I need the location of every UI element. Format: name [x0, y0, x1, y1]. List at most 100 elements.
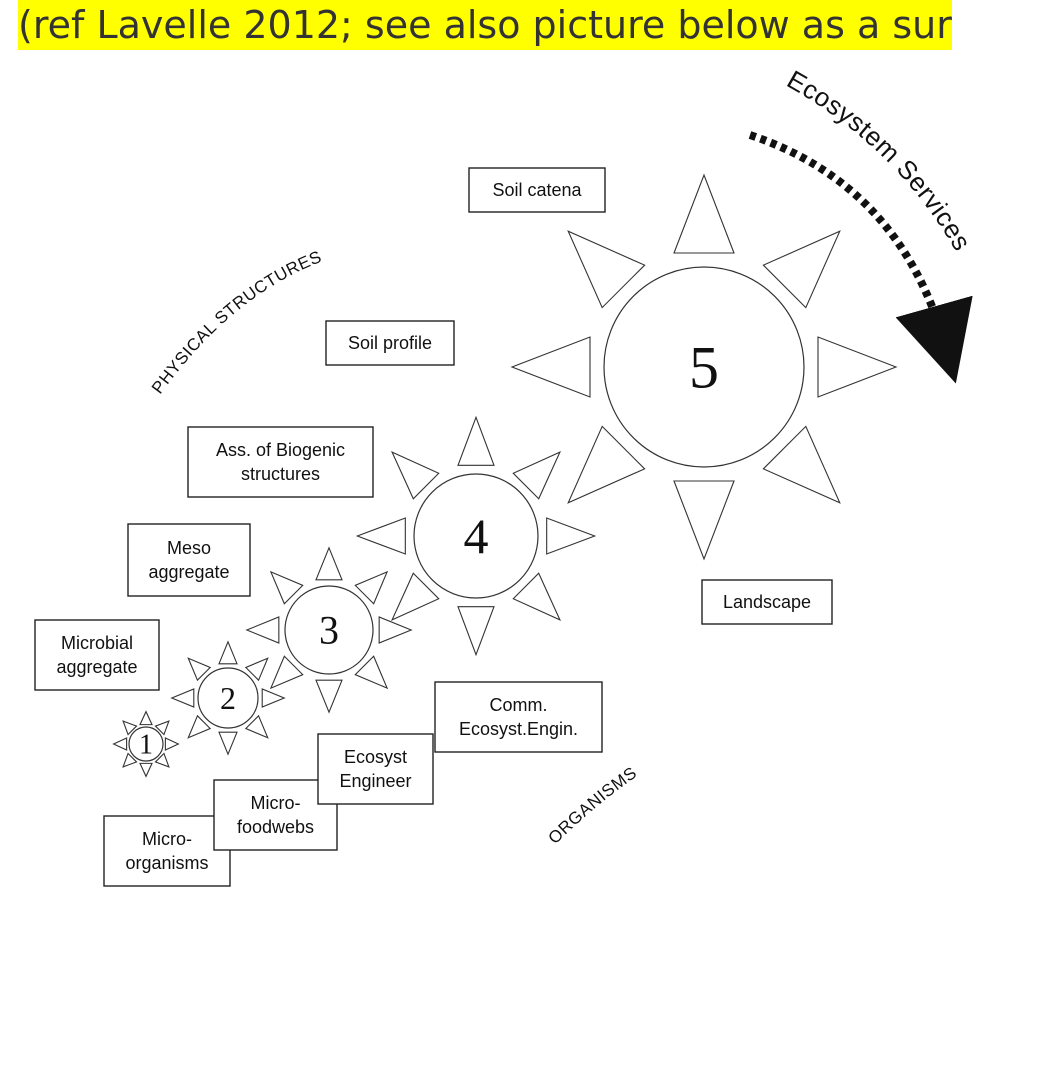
ecosystem-services-arrow: [748, 131, 973, 384]
organism-label-2: Micro-foodwebs: [213, 779, 338, 851]
level-4-ray: [390, 572, 440, 622]
level-3-ray: [245, 616, 280, 644]
ecosystem-services-label: Ecosystem Services: [782, 64, 977, 256]
level-4-sun: 4: [355, 415, 597, 657]
physical-label-2-frame: [127, 523, 251, 597]
ecosystem-services-text: Ecosystem Services: [782, 64, 977, 256]
organisms-text: ORGANISMS: [545, 763, 640, 848]
organism-label-4-text: Ecosyst.Engin.: [459, 719, 578, 739]
physical-structures-label: PHYSICAL STRUCTURES: [148, 247, 324, 397]
level-4-ray: [355, 517, 406, 555]
physical-label-6-text: Landscape: [723, 592, 811, 612]
level-3-number: 3: [319, 608, 339, 653]
physical-label-6-frame: [701, 579, 833, 625]
organism-label-1: Micro-organisms: [103, 815, 231, 887]
level-1-ray: [139, 710, 153, 726]
level-2-ray: [218, 731, 238, 756]
level-5-circle: [603, 266, 805, 468]
physical-label-5-frame: [468, 167, 606, 213]
organism-label-2-text: Micro-: [251, 793, 301, 813]
label-boxes: Microbial aggregate Meso aggregate Ass. of B…: [34, 167, 833, 887]
physical-label-6: Landscape: [701, 579, 833, 625]
organism-label-4-text: Comm.: [490, 695, 548, 715]
level-1-ray: [122, 752, 138, 768]
level-5-sun: 5: [510, 173, 898, 561]
physical-label-5: Soil catena: [468, 167, 606, 213]
level-2-circle: [197, 667, 259, 729]
physical-label-2-text: aggregate: [148, 562, 229, 582]
level-4-ray: [546, 517, 597, 555]
level-2-ray: [170, 688, 195, 708]
level-5-ray: [567, 230, 646, 309]
organism-label-2-text: foodwebs: [237, 817, 314, 837]
physical-label-1-frame: [34, 619, 160, 691]
level-2-number: 2: [220, 680, 236, 716]
level-1-ray: [154, 752, 170, 768]
physical-label-3: Ass. of Biogenic structures: [187, 426, 374, 498]
level-3-ray: [354, 655, 389, 690]
organism-label-3-frame: [317, 733, 434, 805]
level-4-number: 4: [464, 508, 489, 564]
level-3-ray: [315, 679, 343, 714]
level-5-ray: [673, 480, 735, 561]
level-5-ray: [510, 336, 591, 398]
level-1-ray: [164, 737, 180, 751]
physical-label-1-text: Microbial: [61, 633, 133, 653]
level-4-circle: [413, 473, 539, 599]
level-2-ray: [244, 657, 269, 682]
level-5-ray: [673, 173, 735, 254]
organisms-label: ORGANISMS: [545, 763, 641, 848]
caption-text: (ref Lavelle 2012; see also picture belo…: [18, 0, 952, 50]
physical-label-3-text: structures: [241, 464, 320, 484]
level-1-sun: 1: [112, 710, 180, 778]
organism-label-4: Comm. Ecosyst.Engin.: [434, 681, 603, 753]
level-2-sun: 2: [170, 640, 286, 756]
level-1-circle: [128, 726, 164, 762]
level-5-ray: [762, 230, 841, 309]
sun-levels: 1 2 3 4 5: [112, 173, 898, 778]
organism-label-1-text: organisms: [125, 853, 208, 873]
level-1-ray: [139, 762, 153, 778]
physical-label-3-frame: [187, 426, 374, 498]
physical-label-4: Soil profile: [325, 320, 455, 366]
physical-label-5-text: Soil catena: [492, 180, 582, 200]
level-4-ray: [512, 572, 562, 622]
level-3-ray: [269, 655, 304, 690]
level-3-ray: [315, 546, 343, 581]
physical-label-2: Meso aggregate: [127, 523, 251, 597]
physical-label-3-text: Ass. of Biogenic: [216, 440, 345, 460]
level-1-ray: [112, 737, 128, 751]
level-5-ray: [567, 425, 646, 504]
level-1-ray: [122, 720, 138, 736]
organism-label-3-text: Engineer: [339, 771, 411, 791]
level-4-ray: [457, 415, 495, 466]
physical-label-1-text: aggregate: [56, 657, 137, 677]
level-3-sun: 3: [245, 546, 413, 714]
level-2-ray: [218, 640, 238, 665]
level-5-number: 5: [689, 334, 719, 400]
level-2-ray: [244, 714, 269, 739]
level-2-ray: [187, 714, 212, 739]
level-2-ray: [187, 657, 212, 682]
level-4-ray: [390, 450, 440, 500]
organism-label-3-text: Ecosyst: [344, 747, 407, 767]
physical-label-2-text: Meso: [167, 538, 211, 558]
level-3-ray: [378, 616, 413, 644]
level-2-ray: [261, 688, 286, 708]
physical-label-4-text: Soil profile: [348, 333, 432, 353]
organism-label-1-text: Micro-: [142, 829, 192, 849]
organism-label-2-frame: [213, 779, 338, 851]
level-4-ray: [512, 450, 562, 500]
physical-label-4-frame: [325, 320, 455, 366]
level-1-number: 1: [139, 730, 153, 761]
level-1-ray: [154, 720, 170, 736]
physical-structures-text: PHYSICAL STRUCTURES: [148, 247, 324, 397]
level-3-ray: [269, 570, 304, 605]
level-3-circle: [284, 585, 374, 675]
level-5-ray: [817, 336, 898, 398]
level-5-ray: [762, 425, 841, 504]
organism-label-1-frame: [103, 815, 231, 887]
level-4-ray: [457, 606, 495, 657]
